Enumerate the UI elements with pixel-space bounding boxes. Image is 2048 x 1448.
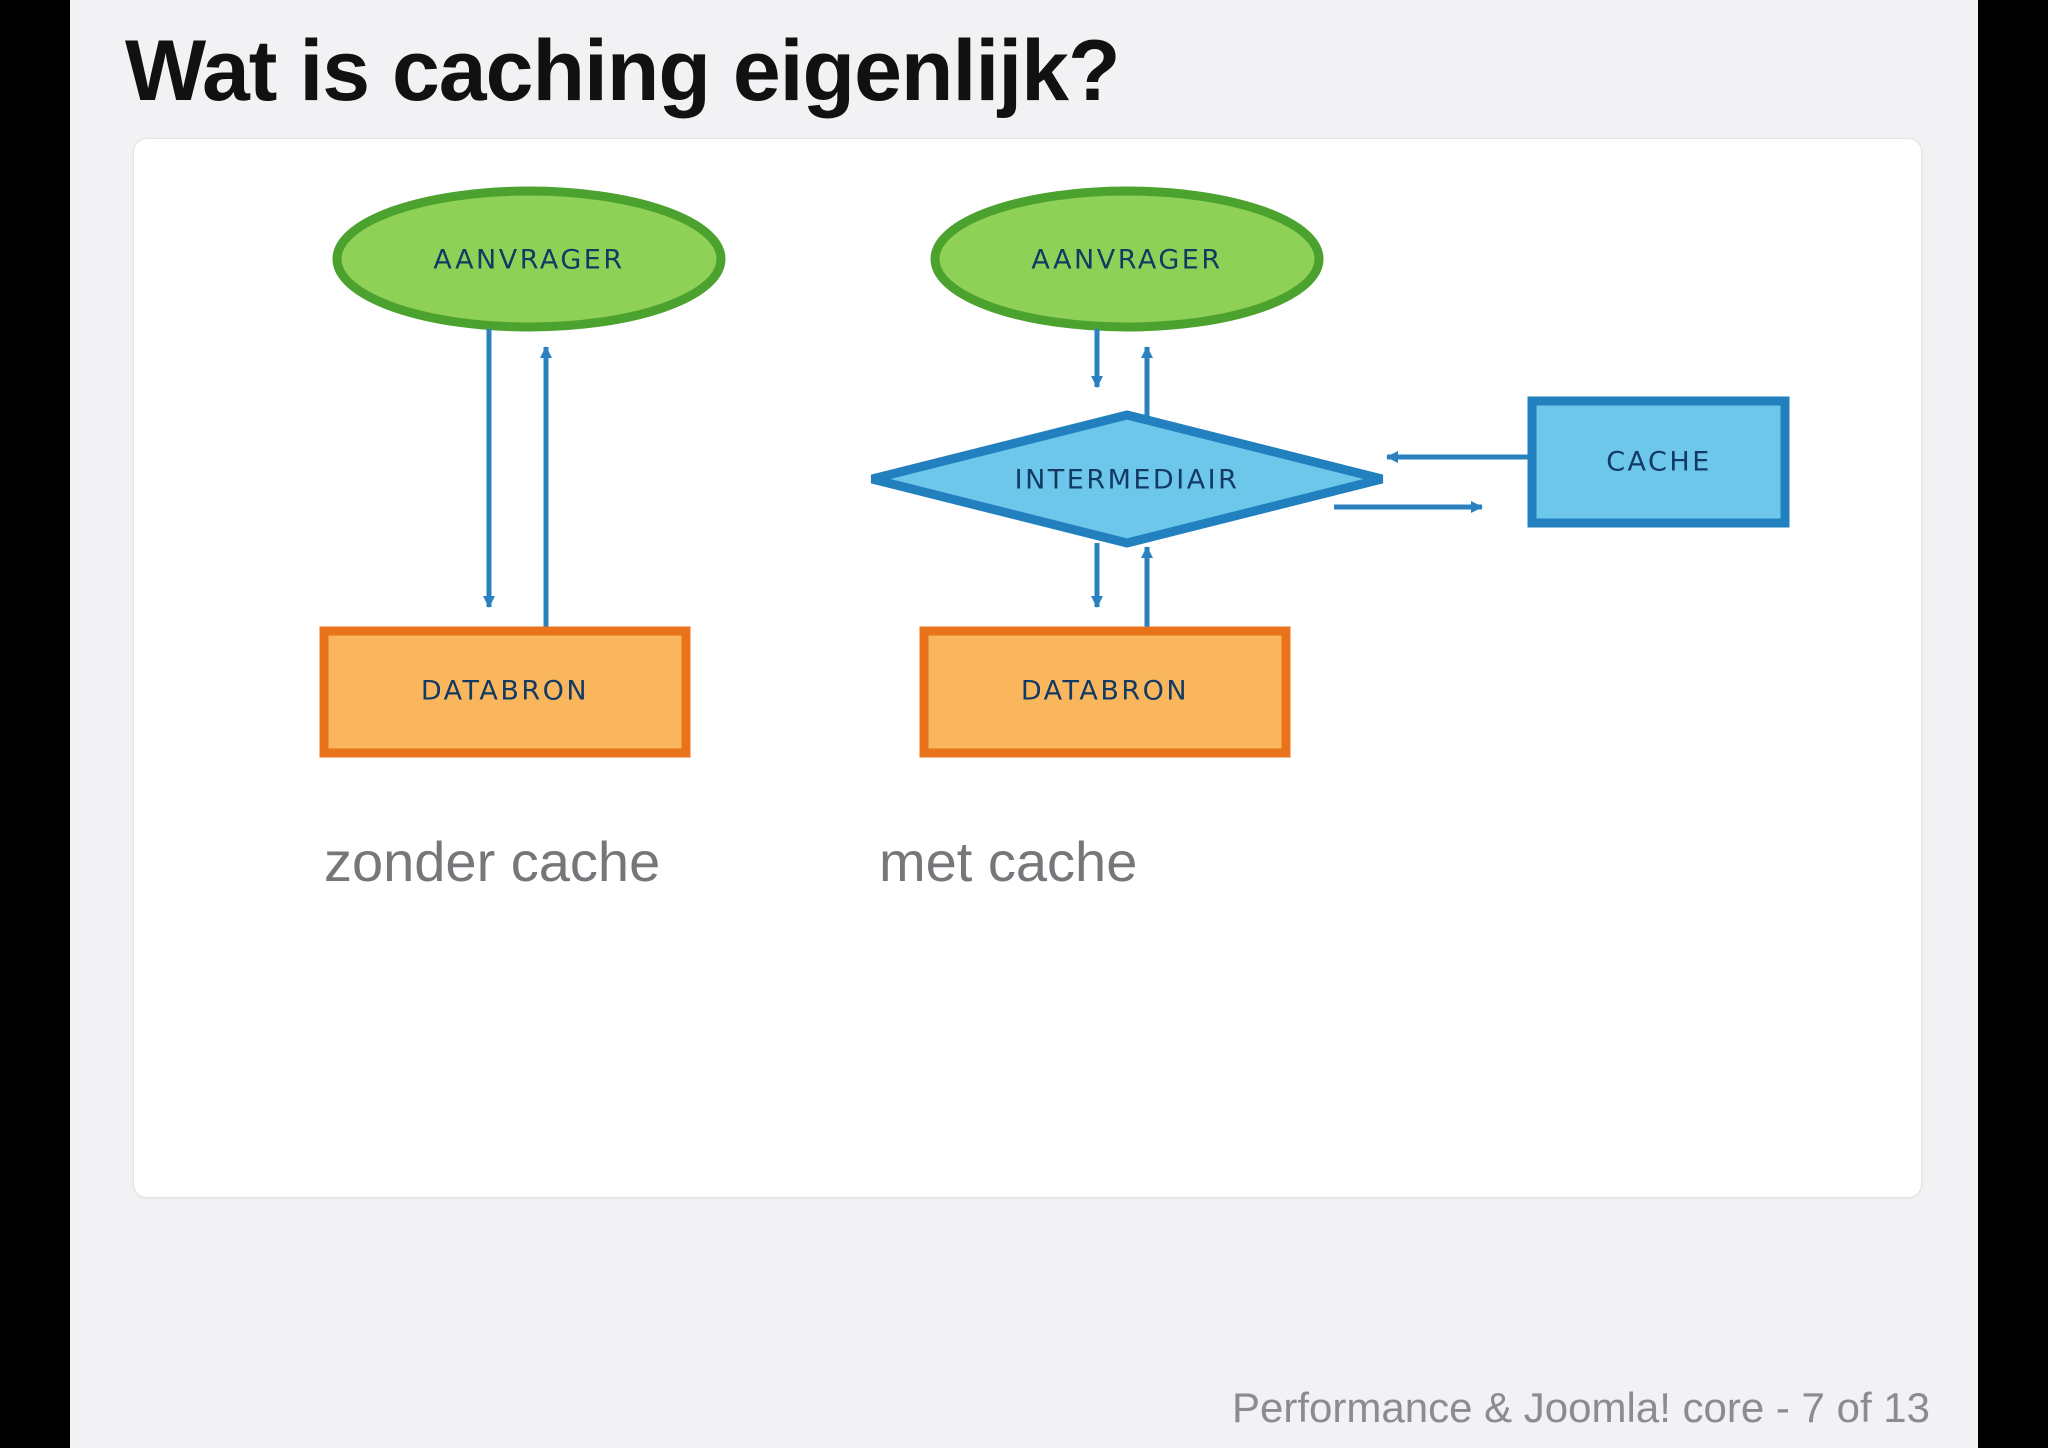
left-requester-node: AANVRAGER — [332, 186, 726, 332]
caching-diagram: AANVRAGER DATABRON AANVRAGER — [319, 186, 1790, 758]
right-datasource-node: DATABRON — [919, 626, 1291, 758]
rect-shape — [1527, 396, 1790, 528]
slide: Wat is caching eigenlijk? AANVRAGER — [70, 0, 1978, 1448]
left-datasource-label: DATABRON — [421, 676, 589, 707]
ellipse-shape — [332, 186, 726, 332]
rect-shape — [319, 626, 691, 758]
diamond-shape — [870, 410, 1384, 548]
right-datasource-label: DATABRON — [1021, 676, 1189, 707]
letterbox-right — [1978, 0, 2048, 1448]
right-intermediary-node: INTERMEDIAIR — [870, 410, 1384, 548]
right-requester-node: AANVRAGER — [930, 186, 1324, 332]
slide-footer: Performance & Joomla! core - 7 of 13 — [1232, 1384, 1930, 1431]
left-datasource-node: DATABRON — [319, 626, 691, 758]
page-title: Wat is caching eigenlijk? — [125, 23, 1120, 119]
right-requester-label: AANVRAGER — [1031, 245, 1222, 276]
cache-label: CACHE — [1606, 447, 1712, 478]
left-requester-label: AANVRAGER — [433, 245, 624, 276]
cache-node: CACHE — [1527, 396, 1790, 528]
diagram-card: AANVRAGER DATABRON AANVRAGER — [133, 138, 1922, 1198]
caption-zonder-cache: zonder cache — [324, 830, 661, 893]
rect-shape — [919, 626, 1291, 758]
caption-met-cache: met cache — [879, 830, 1138, 893]
ellipse-shape — [930, 186, 1324, 332]
right-intermediary-label: INTERMEDIAIR — [1015, 465, 1240, 496]
letterbox-left — [0, 0, 70, 1448]
